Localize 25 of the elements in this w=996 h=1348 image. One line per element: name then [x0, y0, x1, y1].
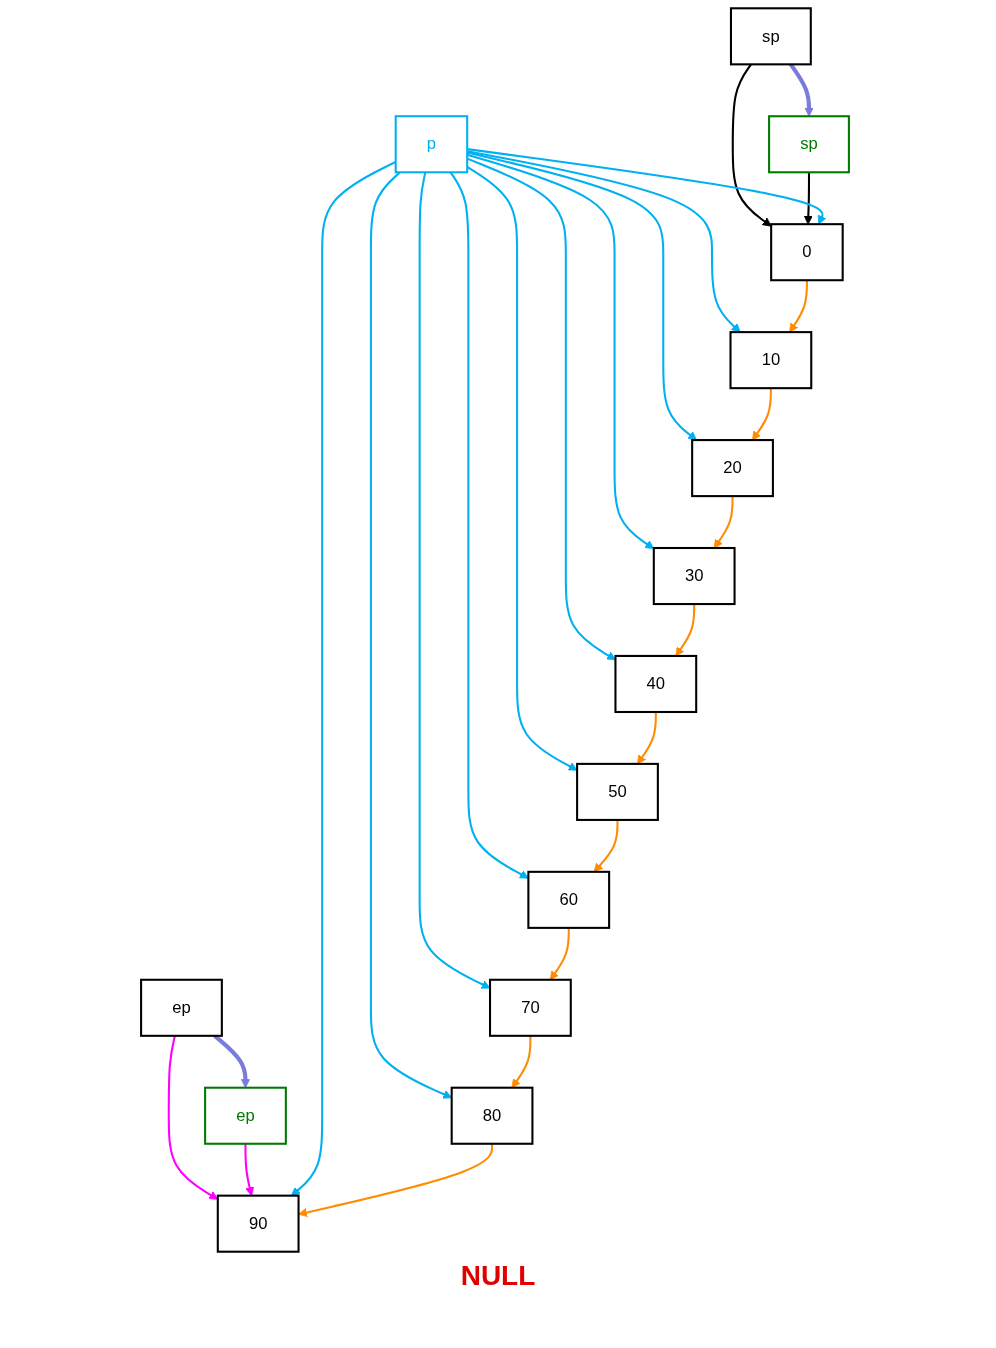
- node-box: 80: [450, 1086, 534, 1145]
- node-box: 40: [614, 654, 698, 714]
- arrow: [298, 1143, 494, 1217]
- node-box: 50: [576, 762, 659, 821]
- arrow: [167, 1035, 219, 1200]
- node-box: sp: [768, 115, 850, 174]
- arrow: [418, 172, 491, 989]
- node-box: sp: [729, 7, 812, 66]
- node-box: 0: [770, 223, 844, 282]
- node-box: 10: [729, 331, 813, 390]
- arrow: [752, 388, 772, 441]
- arrow: [467, 148, 827, 225]
- node-box: 70: [489, 978, 572, 1037]
- node-box: 30: [652, 546, 736, 606]
- node-box: ep: [204, 1086, 287, 1145]
- arrow: [467, 150, 741, 333]
- arrow: [713, 496, 734, 549]
- node-box: ep: [140, 978, 223, 1037]
- node-box: 90: [216, 1194, 300, 1253]
- arrow: [789, 280, 808, 333]
- node-box: 20: [691, 439, 774, 498]
- arrow: [803, 172, 813, 225]
- note: NULL: [459, 1260, 537, 1292]
- node-box: p: [394, 115, 469, 174]
- node-box: 60: [527, 870, 611, 929]
